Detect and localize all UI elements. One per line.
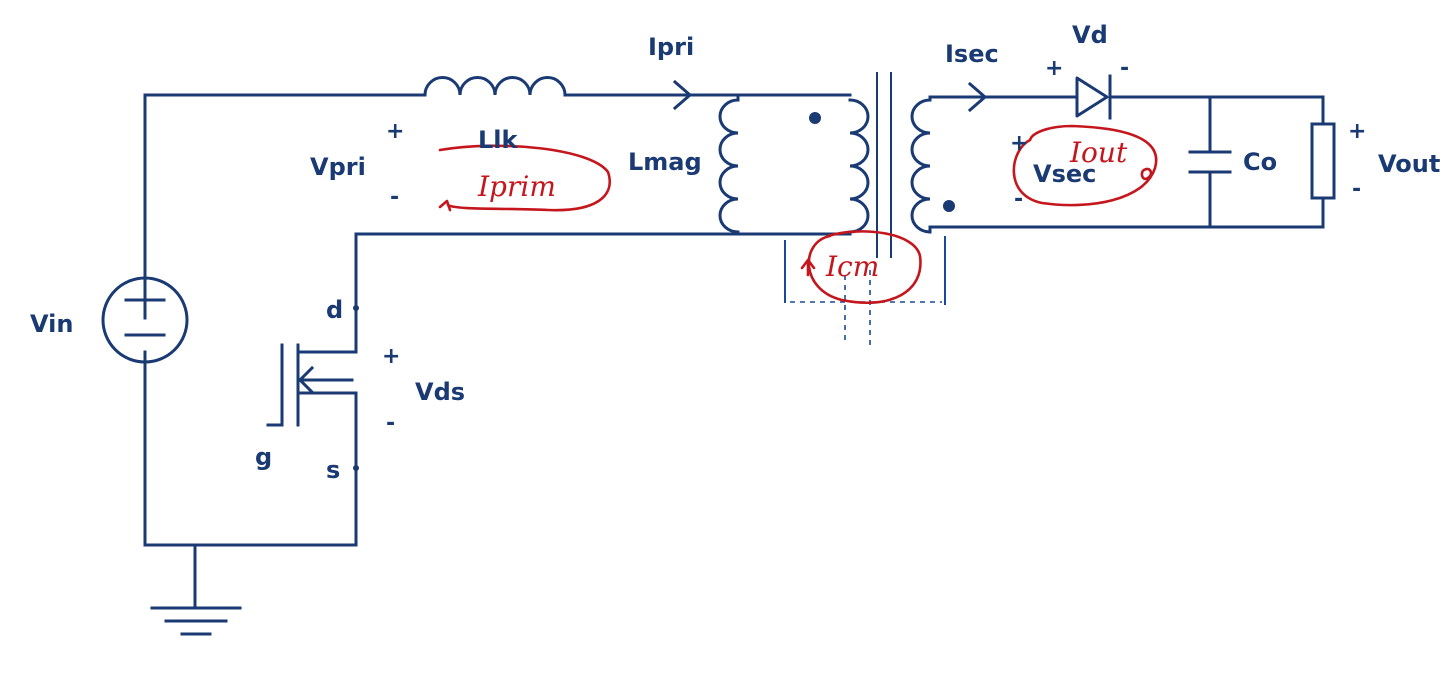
vsec-plus: + [1010, 131, 1028, 156]
vpri-plus: + [386, 119, 404, 144]
handwritten-iprim [438, 144, 611, 212]
leakage-inductor [423, 76, 567, 97]
label-source: s [326, 456, 340, 484]
diode-icon [1075, 74, 1112, 120]
label-vout: Vout [1378, 150, 1440, 178]
transformer-core [876, 72, 892, 258]
vds-minus: - [386, 411, 395, 436]
label-co: Co [1243, 148, 1277, 176]
vout-minus: - [1352, 177, 1361, 202]
isec-arrow-icon [967, 81, 988, 113]
label-llk: Llk [478, 126, 519, 154]
transformer-secondary [910, 98, 955, 234]
label-vds: Vds [415, 378, 465, 406]
wire-primary-bottom [354, 232, 852, 354]
handwritten-iout-text: Iout [1069, 136, 1128, 169]
vds-plus: + [382, 344, 400, 369]
vsec-minus: - [1014, 187, 1023, 212]
drain-terminal [353, 305, 359, 311]
handwritten-icm [800, 230, 922, 305]
handwritten-iprim-text: Iprim [477, 170, 556, 203]
vpri-minus: - [390, 185, 399, 210]
transformer-primary-lmag [718, 93, 870, 236]
label-ipri: Ipri [648, 33, 694, 61]
vd-minus: - [1120, 56, 1129, 81]
vd-plus: + [1045, 56, 1063, 81]
label-vpri: Vpri [310, 153, 366, 181]
label-gate: g [255, 443, 272, 471]
handwritten-iout [1012, 124, 1158, 207]
primary-dot-icon [809, 112, 821, 124]
capacitor-icon [1188, 150, 1232, 174]
ipri-arrow-icon [672, 79, 693, 111]
handwritten-icm-text: Icm [825, 250, 879, 283]
label-vd: Vd [1072, 21, 1108, 49]
label-lmag: Lmag [628, 148, 702, 176]
label-vin: Vin [30, 310, 73, 338]
load-resistor-icon [1310, 122, 1336, 200]
mosfet-icon [266, 248, 358, 547]
secondary-wiring [928, 95, 1325, 234]
wire-vin-top [143, 93, 427, 290]
label-vsec: Vsec [1033, 160, 1096, 188]
voltage-source-vin [101, 276, 189, 364]
common-mode-bracket [784, 236, 946, 345]
source-terminal [353, 465, 359, 471]
label-drain: d [326, 296, 343, 324]
vout-plus: + [1348, 119, 1366, 144]
secondary-dot-icon [943, 200, 955, 212]
label-isec: Isec [945, 40, 999, 68]
ground-icon [150, 606, 242, 636]
